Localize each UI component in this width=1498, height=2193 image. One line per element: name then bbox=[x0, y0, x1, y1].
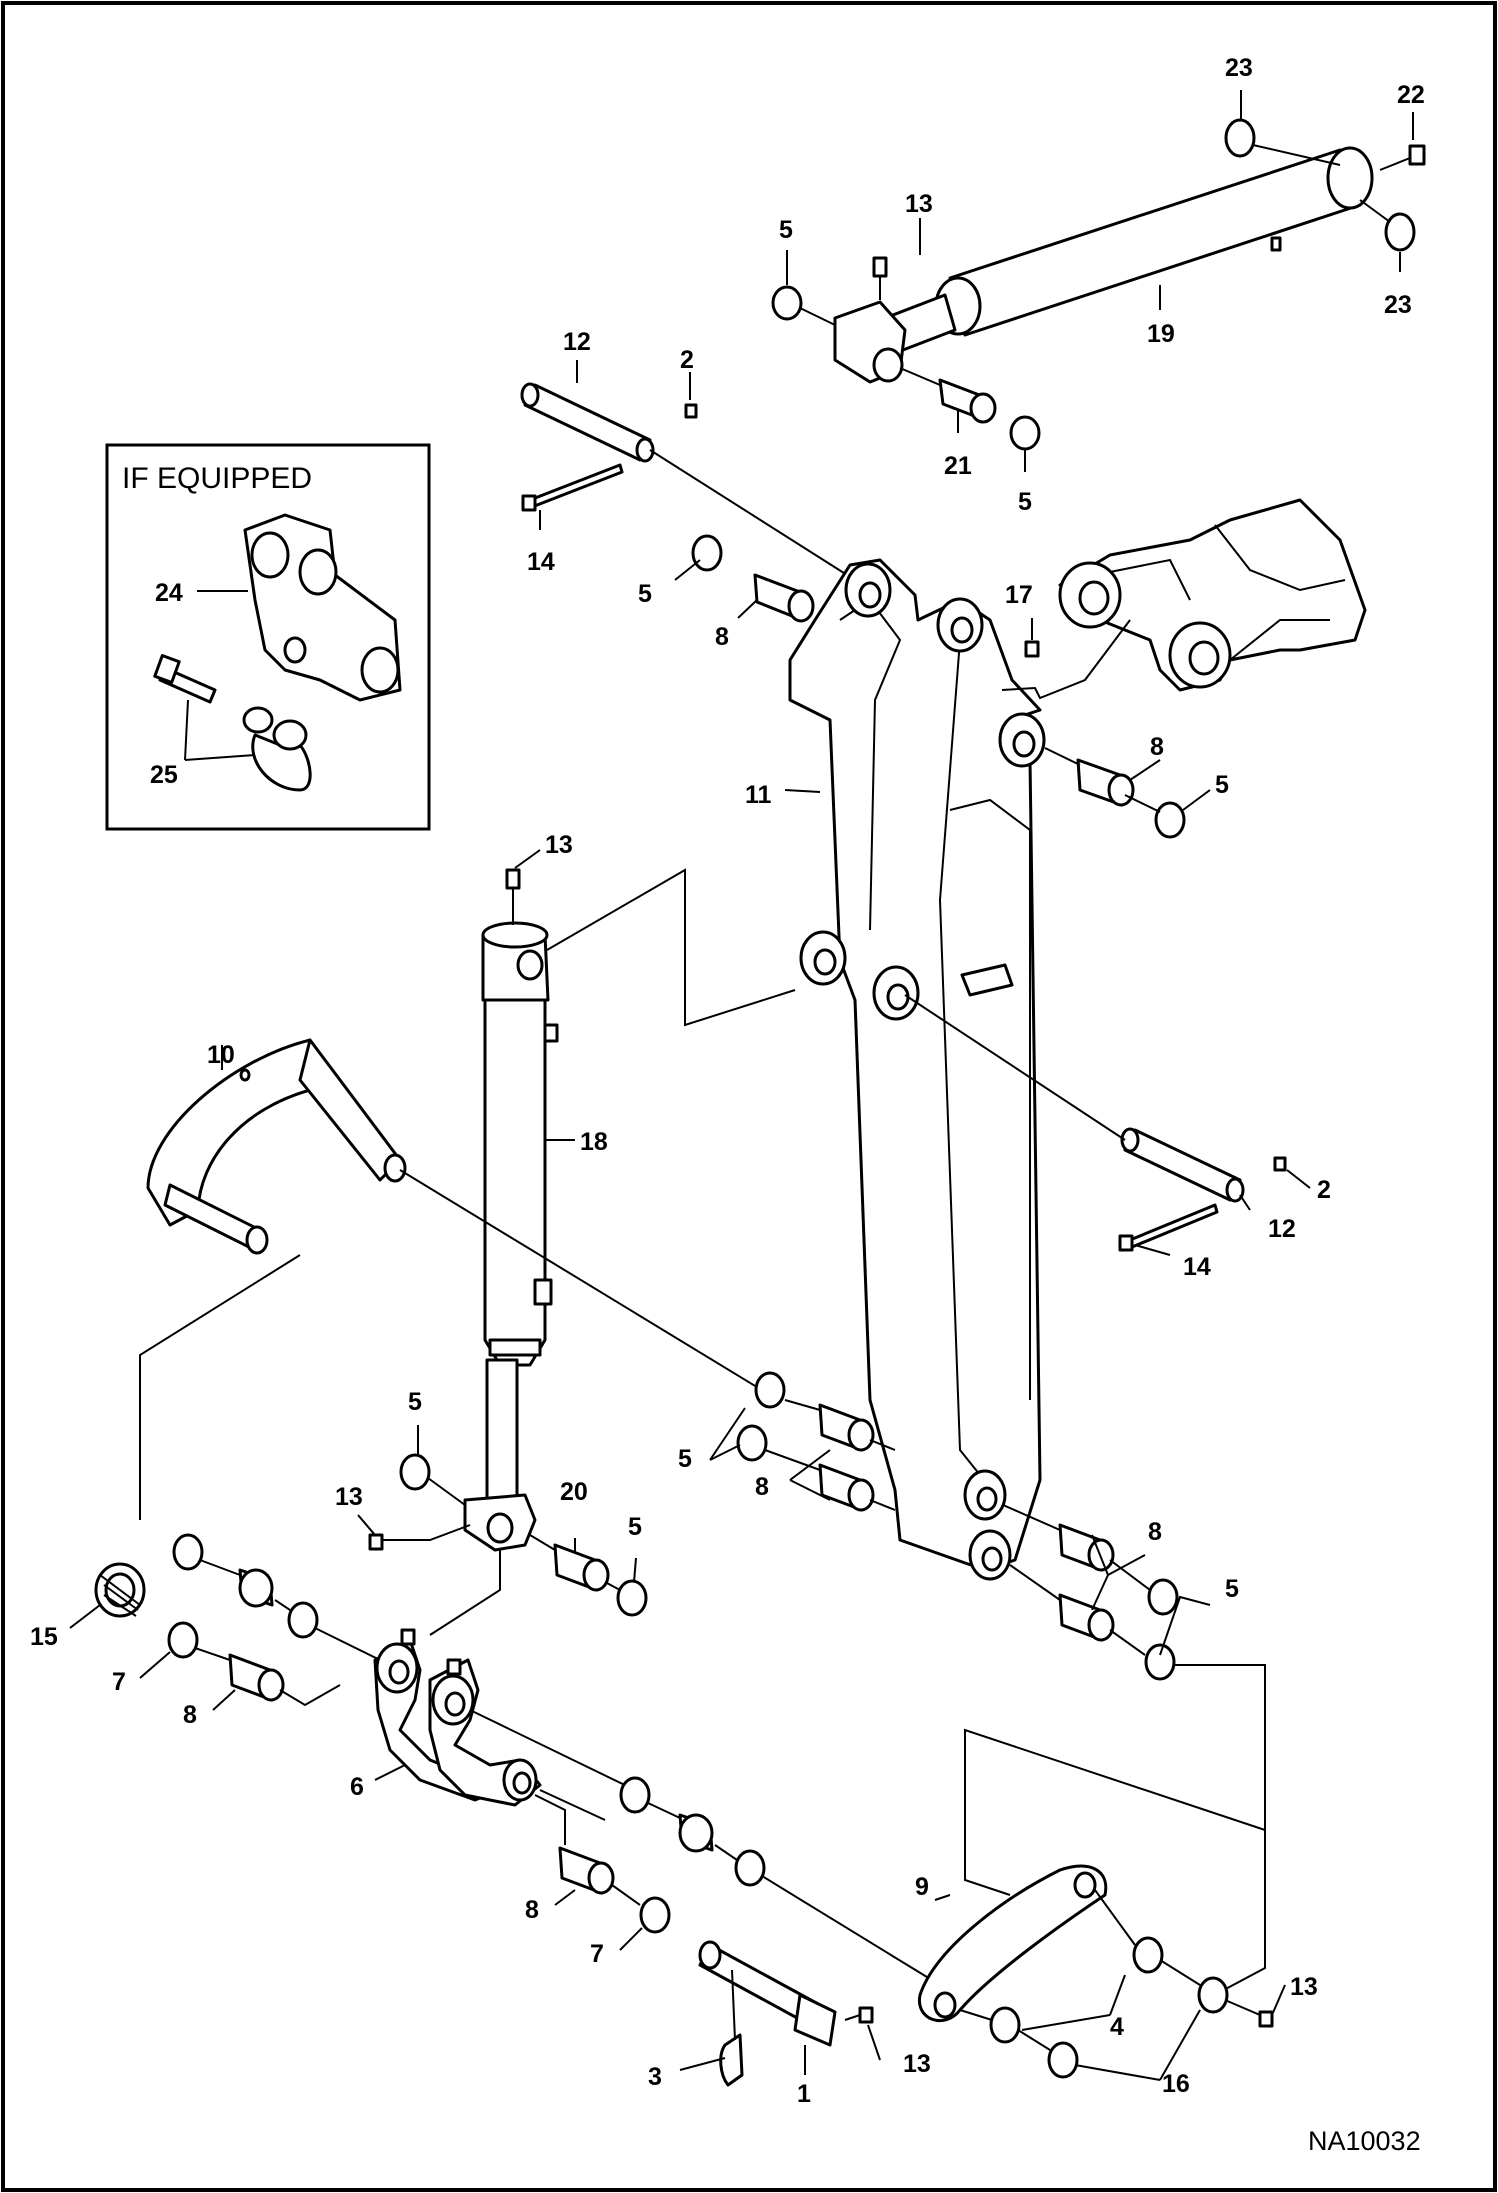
callout-label: 18 bbox=[580, 1128, 608, 1156]
callout-label: 19 bbox=[1147, 320, 1175, 348]
callout-label: 5 bbox=[1215, 771, 1229, 799]
callout-label: 8 bbox=[715, 623, 729, 651]
leader-line bbox=[429, 1550, 501, 1636]
callout-label: 5 bbox=[678, 1445, 692, 1473]
callout-label: 13 bbox=[1290, 1973, 1318, 2001]
pin-1 bbox=[698, 1940, 874, 2087]
link-9 bbox=[918, 1864, 1108, 2023]
callout-label: 15 bbox=[30, 1623, 58, 1651]
washer-5 bbox=[1154, 801, 1186, 839]
callout-label: 24 bbox=[155, 579, 183, 607]
callout-label: 23 bbox=[1384, 291, 1412, 319]
callout-label: 23 bbox=[1225, 54, 1253, 82]
callout-label: 7 bbox=[112, 1668, 126, 1696]
link-10 bbox=[146, 1038, 407, 1255]
callout-label: 12 bbox=[1268, 1215, 1296, 1243]
callout-label: 9 bbox=[915, 1873, 929, 1901]
callout-label: 17 bbox=[1005, 581, 1033, 609]
callout-label: 20 bbox=[560, 1478, 588, 1506]
rod-eye-hardware bbox=[368, 1453, 648, 1617]
callout-label: 5 bbox=[408, 1388, 422, 1416]
callout-label: 5 bbox=[1225, 1575, 1239, 1603]
cylinder-19 bbox=[771, 118, 1426, 451]
callout-label: 8 bbox=[525, 1896, 539, 1924]
callout-label: 13 bbox=[903, 2050, 931, 2078]
callout-label: 2 bbox=[1317, 1176, 1331, 1204]
callout-label: 16 bbox=[1162, 2070, 1190, 2098]
callout-label: 10 bbox=[207, 1041, 235, 1069]
callout-label: 21 bbox=[944, 452, 972, 480]
callout-label: 5 bbox=[1018, 488, 1032, 516]
callout-labels: 23 22 23 19 13 5 5 21 12 2 14 5 8 17 11 … bbox=[30, 54, 1425, 2108]
callout-leaders bbox=[69, 90, 1414, 2081]
bushing-8-end bbox=[1107, 773, 1135, 807]
leader-line bbox=[1175, 1664, 1266, 2001]
left-hardware bbox=[94, 1533, 381, 1707]
drawing-code: NA10032 bbox=[1308, 2126, 1421, 2156]
callout-label: 2 bbox=[680, 346, 694, 374]
callout-label: 8 bbox=[1148, 1518, 1162, 1546]
callout-label: 14 bbox=[1183, 1253, 1211, 1281]
callout-label: 12 bbox=[563, 328, 591, 356]
cylinder-18 bbox=[463, 868, 559, 1552]
leader-line bbox=[139, 1254, 301, 1520]
inset-if-equipped: IF EQUIPPED 24 25 bbox=[105, 443, 431, 831]
leader-line bbox=[399, 1169, 771, 1396]
callout-label: 11 bbox=[745, 781, 772, 809]
bushings-washers-mid bbox=[736, 1371, 1179, 1681]
leader-line bbox=[546, 868, 796, 1027]
callout-label: 13 bbox=[545, 831, 573, 859]
pin-12-mid bbox=[904, 994, 1287, 1252]
lower-hardware bbox=[534, 1776, 941, 1986]
callout-label: 8 bbox=[755, 1473, 769, 1501]
callout-label: 8 bbox=[183, 1701, 197, 1729]
callout-label: 22 bbox=[1397, 81, 1425, 109]
callout-label: 14 bbox=[527, 548, 555, 576]
callout-label: 1 bbox=[797, 2080, 811, 2108]
callout-label: 3 bbox=[648, 2063, 662, 2091]
callout-label: 25 bbox=[150, 761, 178, 789]
callout-label: 5 bbox=[638, 580, 652, 608]
leader-line bbox=[469, 1709, 636, 1821]
swing-bracket bbox=[1058, 498, 1367, 692]
callout-label: 4 bbox=[1110, 2013, 1124, 2041]
callout-label: 13 bbox=[335, 1483, 363, 1511]
inset-title: IF EQUIPPED bbox=[122, 462, 312, 495]
leader-line bbox=[1044, 747, 1161, 813]
leader-line bbox=[964, 1728, 1266, 1896]
callout-label: 6 bbox=[350, 1773, 364, 1801]
boom-11 bbox=[788, 558, 1046, 1581]
callout-label: 5 bbox=[628, 1513, 642, 1541]
callout-label: 5 bbox=[779, 216, 793, 244]
link-9-hardware bbox=[959, 1889, 1274, 2079]
callout-label: 7 bbox=[590, 1940, 604, 1968]
callout-label: 13 bbox=[905, 190, 933, 218]
callout-label: 8 bbox=[1150, 733, 1164, 761]
bucket-link-6 bbox=[373, 1628, 542, 1807]
pin-12-top bbox=[520, 382, 856, 623]
leader-line bbox=[1001, 619, 1131, 700]
